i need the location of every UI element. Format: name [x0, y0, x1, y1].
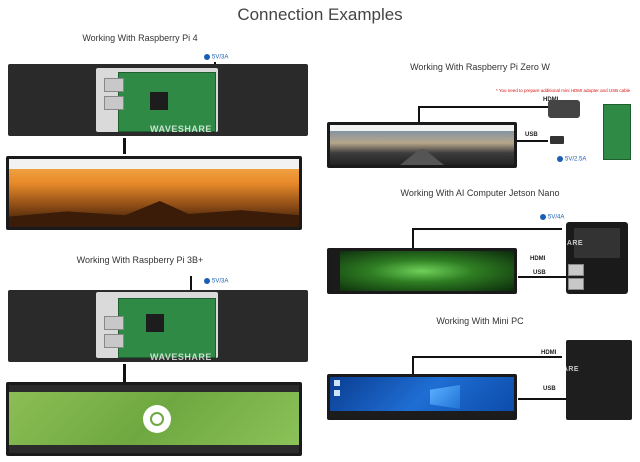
usb-port: [104, 78, 124, 92]
power-badge-pi4: 5V/3A: [204, 54, 228, 61]
power-icon: [204, 278, 210, 284]
watermark: WAVESHARE: [530, 366, 580, 373]
watermark: WAVESHARE: [150, 352, 212, 362]
power-label: 5V/3A: [212, 278, 229, 285]
taskbar: [330, 411, 514, 417]
jetson-nano-board: [566, 222, 628, 294]
caption-minipc: Working With Mini PC: [436, 316, 524, 326]
power-badge-nano: 5V/4A: [540, 214, 564, 221]
hdmi-cable: [412, 228, 562, 230]
power-label: 5V/4A: [548, 214, 565, 221]
usb-label: USB: [543, 386, 556, 392]
power-icon: [204, 54, 210, 60]
caption-pi3: Working With Raspberry Pi 3B+: [76, 255, 204, 265]
hdmi-cable: [412, 356, 562, 358]
desktop-menu-bar: [330, 125, 514, 131]
logo-ring: [150, 412, 164, 426]
watermark: WAVESHARE: [150, 124, 212, 134]
caption-pi4: Working With Raspberry Pi 4: [82, 33, 198, 43]
display-screen-nvidia: [327, 248, 517, 294]
usb-label: USB: [525, 132, 538, 138]
display-screen-sunset: [6, 156, 302, 230]
cpu-chip: [150, 92, 168, 110]
desktop-bottom-bar: [9, 445, 299, 453]
usb-adapter: [550, 136, 564, 144]
usb-port: [568, 278, 584, 290]
power-label: 5V/2.5A: [565, 156, 587, 163]
usb-port: [104, 96, 124, 110]
hdmi-cable-drop: [412, 228, 414, 248]
usb-cable: [518, 398, 568, 400]
hdmi-label: HDMI: [541, 350, 557, 356]
launcher-sidebar: [330, 251, 340, 291]
usb-label: USB: [533, 270, 546, 276]
ubuntu-logo-icon: [143, 405, 171, 433]
desktop-top-bar: [9, 385, 299, 392]
caption-nano: Working With AI Computer Jetson Nano: [400, 188, 560, 198]
adapter-note: * You need to prepare additional mini HD…: [496, 88, 631, 93]
power-cable: [190, 276, 192, 290]
desktop-menu-bar: [9, 159, 299, 169]
page-title: Connection Examples: [237, 5, 403, 24]
watermark: WAVESHARE: [548, 118, 598, 125]
desktop-icon: [334, 390, 340, 396]
hdmi-cable-drop: [412, 356, 414, 374]
power-label: 5V/3A: [212, 54, 229, 61]
windows-logo-icon: [430, 385, 460, 409]
hdmi-cable: [123, 364, 126, 382]
hdmi-cable: [418, 106, 548, 108]
power-icon: [557, 156, 563, 162]
hdmi-cable: [123, 138, 126, 154]
display-screen-ubuntu: [6, 382, 302, 456]
heatsink: [574, 228, 620, 258]
desktop-icon: [334, 380, 340, 386]
power-icon: [540, 214, 546, 220]
display-screen-windows: [327, 374, 517, 420]
usb-port: [104, 316, 124, 330]
power-badge-pi3: 5V/3A: [204, 278, 228, 285]
caption-zero: Working With Raspberry Pi Zero W: [410, 62, 550, 72]
raspberry-pi-zero-board: [603, 104, 631, 160]
hdmi-cable-drop: [418, 106, 420, 122]
usb-cable: [518, 276, 568, 278]
usb-cable: [488, 140, 548, 142]
usb-port: [568, 264, 584, 276]
road-graphic: [400, 149, 444, 165]
usb-port: [104, 334, 124, 348]
cpu-chip: [146, 314, 164, 332]
hdmi-adapter: [548, 100, 580, 118]
raspberry-pi-3-board: [118, 298, 216, 358]
temple-silhouette: [9, 201, 299, 227]
watermark: WAVESHARE: [534, 240, 584, 247]
mini-pc-box: [566, 340, 632, 420]
display-screen-road: [327, 122, 517, 168]
power-badge-zero: 5V/2.5A: [557, 156, 586, 163]
hdmi-label: HDMI: [530, 256, 546, 262]
